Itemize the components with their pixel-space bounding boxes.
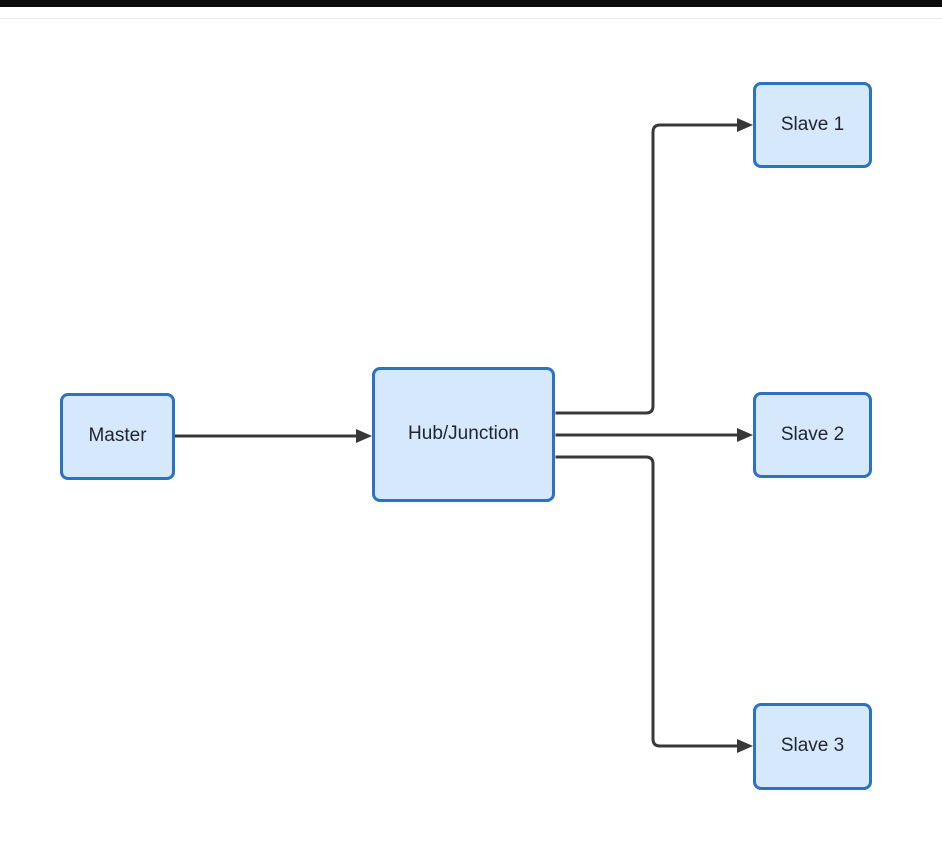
node-slave-2-label: Slave 2 [780,423,845,445]
node-slave-1-label: Slave 1 [780,113,845,135]
top-divider-line [0,18,942,19]
node-slave-1: Slave 1 [753,82,872,168]
node-slave-2: Slave 2 [753,392,872,478]
top-black-bar [0,0,942,7]
edge-hub-to-slave3 [555,455,753,753]
node-slave-3-label: Slave 3 [780,735,845,757]
edge-hub-to-slave1 [555,118,753,415]
node-slave-3: Slave 3 [753,703,872,790]
node-hub-junction: Hub/Junction [372,367,555,502]
node-master-label: Master [88,425,147,447]
node-master: Master [60,393,175,480]
node-hub-junction-label: Hub/Junction [408,423,519,445]
